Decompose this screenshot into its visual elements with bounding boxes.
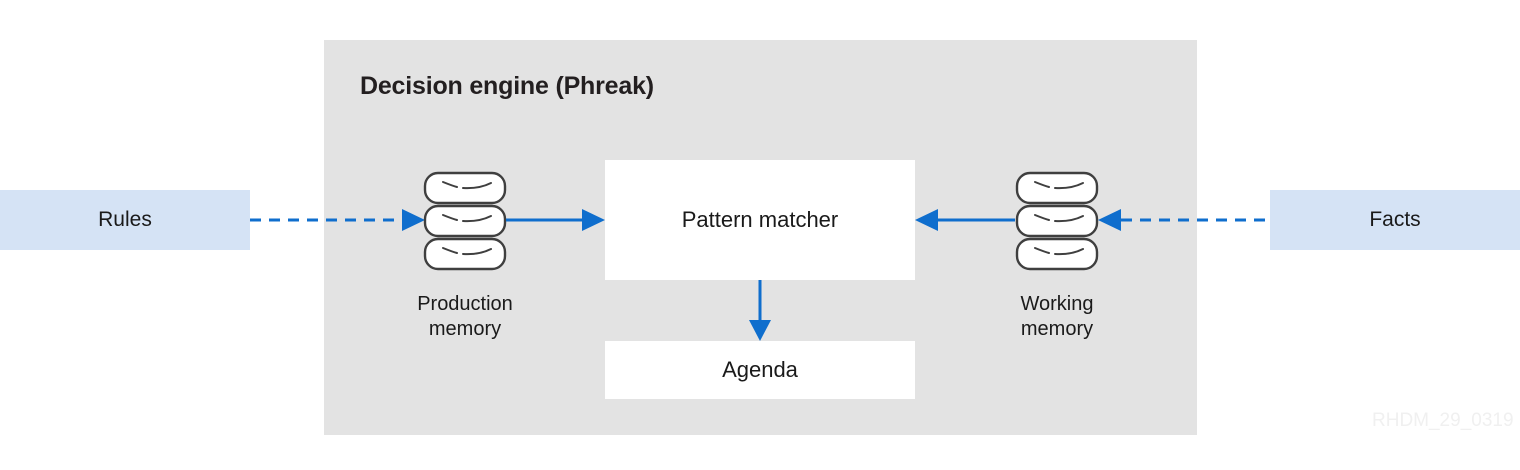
pattern-matcher-box[interactable]: Pattern matcher bbox=[605, 160, 915, 280]
production-memory-label: Production memory bbox=[365, 292, 565, 342]
facts-label: Facts bbox=[1369, 208, 1421, 231]
production-memory-cylinder-icon bbox=[423, 171, 507, 271]
arrow-working-memory-to-pattern-matcher bbox=[915, 209, 1015, 231]
production-memory-label-line2: memory bbox=[428, 318, 502, 340]
decision-engine-title: Decision engine (Phreak) bbox=[360, 72, 654, 100]
arrow-rules-to-production-memory bbox=[250, 209, 425, 231]
rules-label: Rules bbox=[98, 208, 152, 231]
working-memory-label-line2: memory bbox=[1020, 318, 1094, 340]
working-memory-label: Working memory bbox=[957, 292, 1157, 342]
arrow-facts-to-working-memory bbox=[1098, 209, 1273, 231]
working-memory-cylinder-icon bbox=[1015, 171, 1099, 271]
agenda-box[interactable]: Agenda bbox=[605, 341, 915, 399]
working-memory-label-line1: Working bbox=[1020, 293, 1094, 315]
arrow-production-memory-to-pattern-matcher bbox=[506, 209, 605, 231]
agenda-label: Agenda bbox=[722, 357, 798, 382]
watermark-id: RHDM_29_0319 bbox=[1372, 410, 1514, 431]
rules-box[interactable]: Rules bbox=[0, 190, 250, 250]
arrow-pattern-matcher-to-agenda bbox=[749, 280, 771, 341]
facts-box[interactable]: Facts bbox=[1270, 190, 1520, 250]
pattern-matcher-label: Pattern matcher bbox=[681, 207, 839, 232]
production-memory-label-line1: Production bbox=[417, 293, 513, 315]
